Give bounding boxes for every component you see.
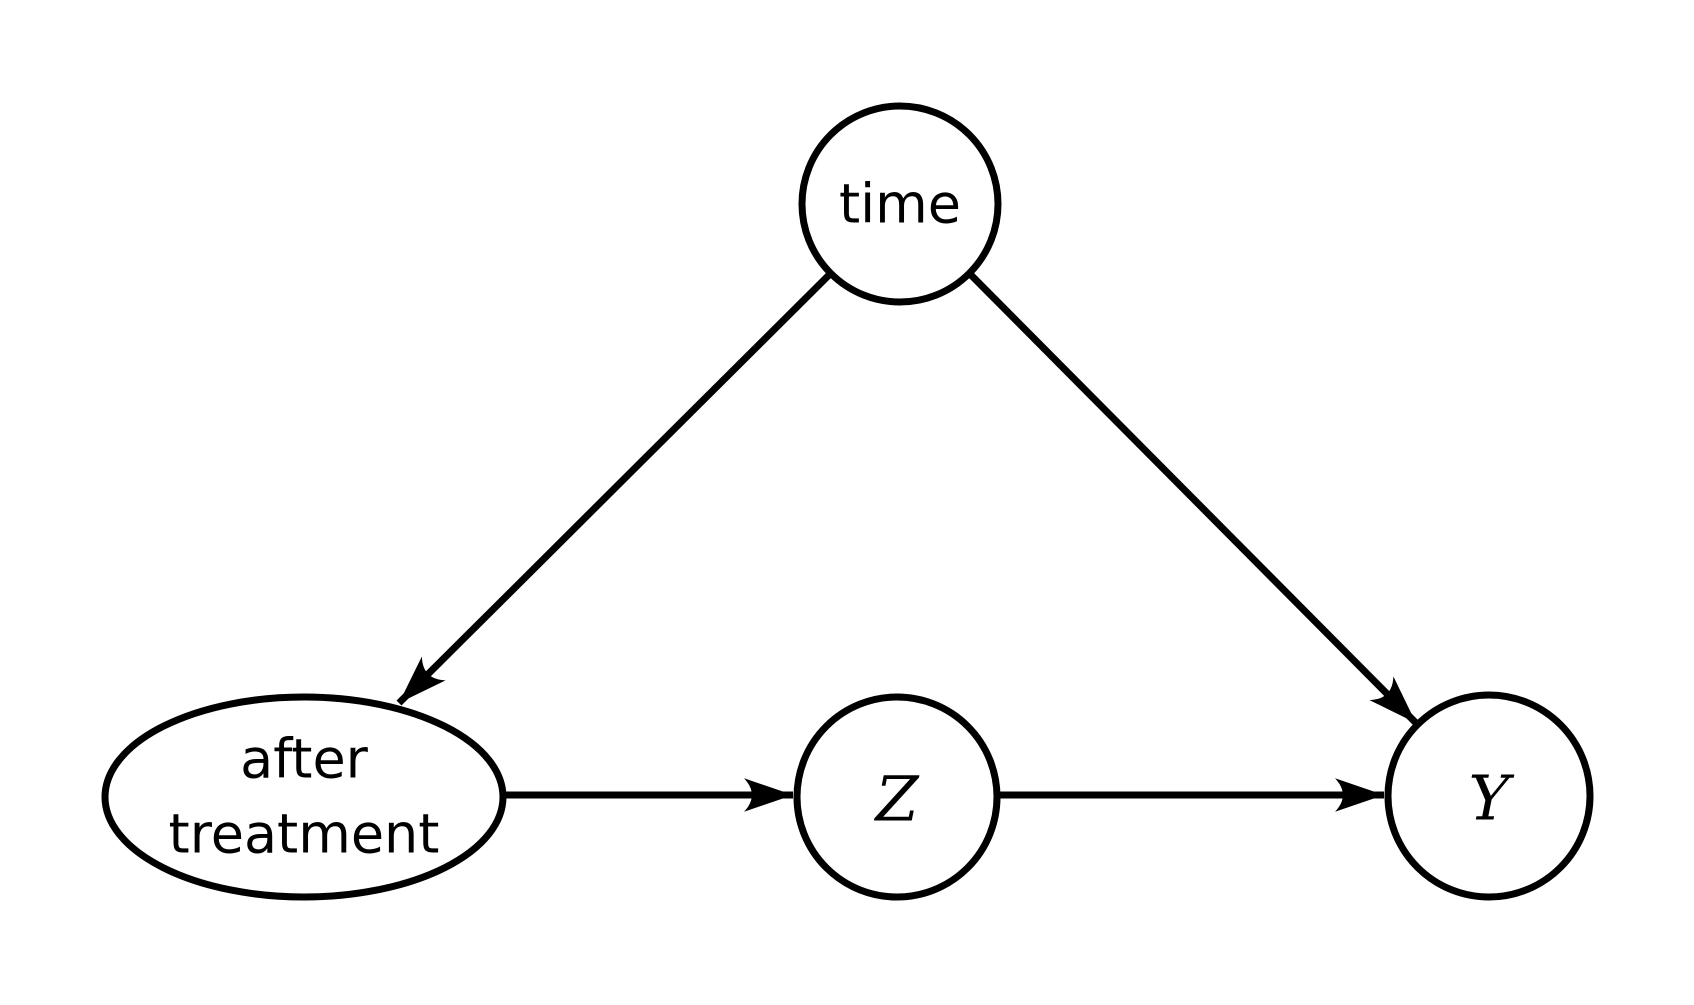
node-after-treatment-label-line2: treatment [169, 803, 440, 866]
edge-time-to-y [966, 270, 1419, 726]
edge-time-to-after-treatment [396, 270, 834, 706]
node-z-label: Z [873, 763, 919, 836]
node-time-label: time [839, 173, 961, 236]
node-z-circle [793, 693, 1001, 901]
node-after-treatment-label-line1: after [240, 728, 369, 791]
node-time-circle [798, 102, 1002, 306]
node-after-treatment-ellipse [101, 693, 507, 901]
node-y-circle [1384, 691, 1594, 901]
node-y-label: Y [1469, 762, 1515, 835]
